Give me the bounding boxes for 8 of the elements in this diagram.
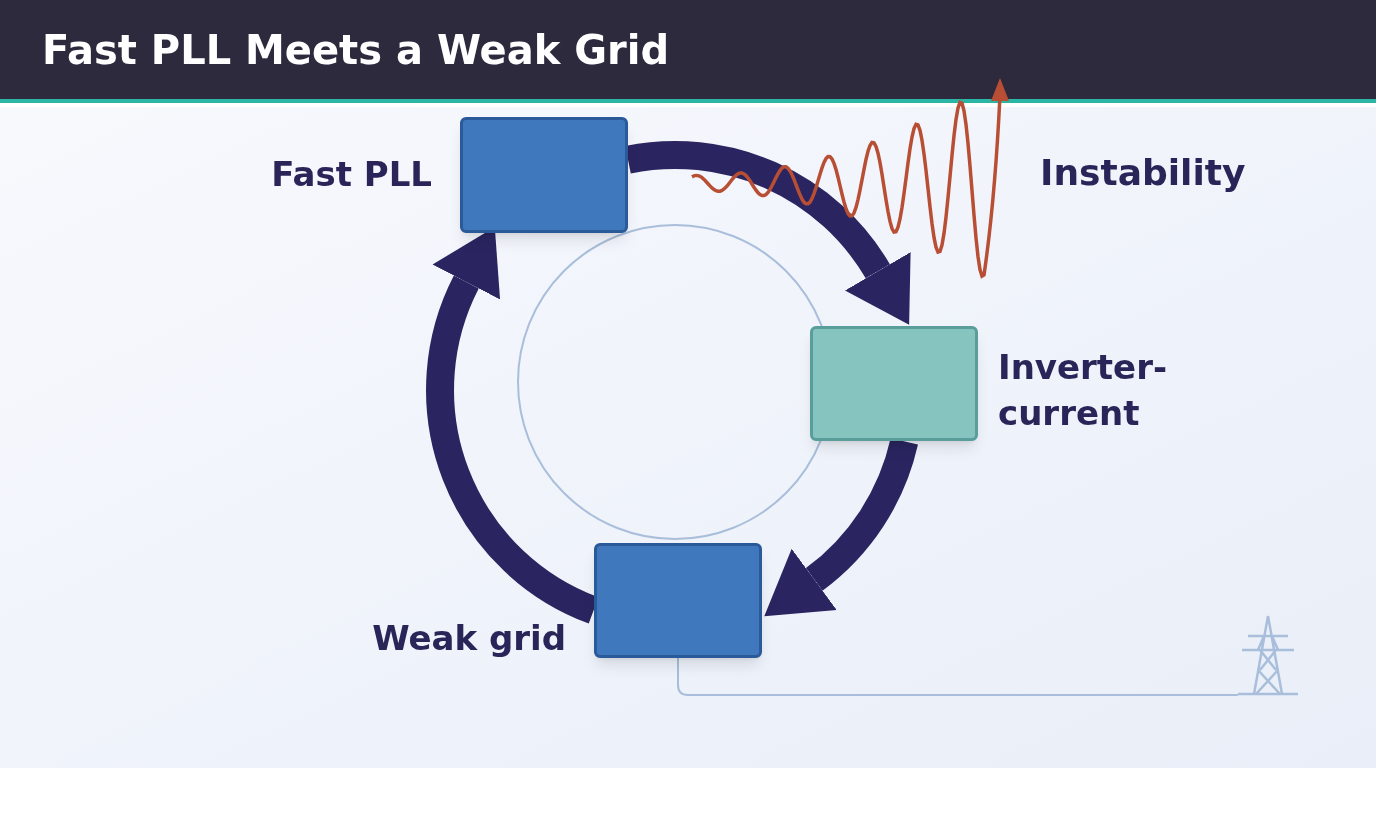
curved-arrow: [626, 141, 913, 323]
node-label: Weak grid: [372, 617, 566, 661]
transmission-tower-icon: [1238, 614, 1298, 696]
annotation-label: Instability: [1040, 155, 1246, 191]
title: Fast PLL Meets a Weak Grid: [42, 29, 670, 70]
node-label: Inverter- current: [998, 346, 1169, 435]
node-label: Fast PLL: [271, 153, 432, 197]
connector-line: [677, 657, 1239, 696]
